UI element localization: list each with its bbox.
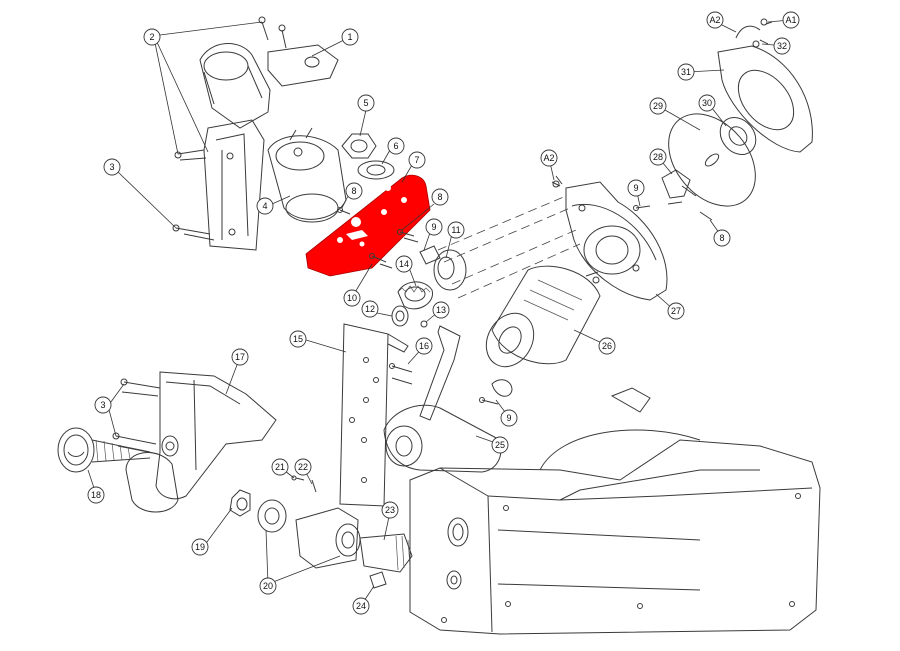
- svg-text:20: 20: [263, 581, 273, 591]
- callout-26: 26: [598, 337, 616, 355]
- callout-23: 23: [381, 501, 399, 519]
- svg-text:27: 27: [671, 306, 681, 316]
- svg-text:A2: A2: [543, 153, 554, 163]
- svg-text:17: 17: [235, 352, 245, 362]
- lower-shaft-parts: [229, 475, 413, 589]
- callout-2: 2: [143, 28, 161, 46]
- callout-8-left: 8: [345, 182, 363, 200]
- callout-13: 13: [432, 301, 450, 319]
- svg-text:8: 8: [437, 192, 442, 202]
- svg-text:24: 24: [356, 601, 366, 611]
- svg-text:23: 23: [385, 505, 395, 515]
- callout-24: 24: [352, 597, 370, 615]
- callout-12: 12: [361, 300, 379, 318]
- svg-text:9: 9: [633, 183, 638, 193]
- svg-text:14: 14: [399, 259, 409, 269]
- svg-text:8: 8: [351, 186, 356, 196]
- svg-text:31: 31: [681, 67, 691, 77]
- svg-text:28: 28: [653, 152, 663, 162]
- svg-text:A2: A2: [709, 15, 720, 25]
- svg-text:26: 26: [602, 341, 612, 351]
- svg-text:10: 10: [347, 293, 357, 303]
- callout-31: 31: [677, 63, 695, 81]
- svg-text:22: 22: [298, 462, 308, 472]
- arm-part-25: [383, 325, 513, 473]
- callout-A2-top: A2: [706, 11, 724, 29]
- svg-text:3: 3: [100, 400, 105, 410]
- svg-text:29: 29: [653, 101, 663, 111]
- svg-text:16: 16: [419, 341, 429, 351]
- callout-7: 7: [408, 151, 426, 169]
- callout-11: 11: [447, 221, 465, 239]
- callout-17: 17: [231, 348, 249, 366]
- callout-29: 29: [649, 97, 667, 115]
- svg-text:A1: A1: [785, 15, 796, 25]
- svg-text:18: 18: [91, 490, 101, 500]
- callout-32: 32: [773, 37, 791, 55]
- svg-text:6: 6: [393, 141, 398, 151]
- svg-text:3: 3: [109, 162, 114, 172]
- callout-15: 15: [289, 330, 307, 348]
- svg-text:1: 1: [347, 32, 352, 42]
- plate-screws: [337, 207, 419, 269]
- callout-22: 22: [294, 458, 312, 476]
- callout-5: 5: [357, 94, 375, 112]
- svg-text:15: 15: [293, 334, 303, 344]
- svg-text:32: 32: [777, 41, 787, 51]
- callout-leader-lines: [87, 19, 791, 605]
- svg-text:25: 25: [495, 440, 505, 450]
- svg-text:11: 11: [451, 225, 460, 235]
- callout-14: 14: [395, 255, 413, 273]
- dc-motor-part-26: [485, 265, 601, 368]
- disc-and-cover-assembly: [633, 18, 813, 221]
- mounting-plate-holes: [337, 185, 407, 247]
- nut-and-washer: [341, 133, 395, 180]
- callout-21: 21: [271, 458, 289, 476]
- callout-18: 18: [87, 486, 105, 504]
- svg-text:7: 7: [414, 155, 419, 165]
- callout-4: 4: [256, 197, 274, 215]
- callout-3-top: 3: [103, 158, 121, 176]
- vertical-plate-part-15: [339, 323, 413, 507]
- highlighted-mounting-plate-part-7[interactable]: [305, 174, 431, 277]
- callout-6: 6: [387, 137, 405, 155]
- callout-8-mid: 8: [431, 188, 449, 206]
- svg-text:13: 13: [436, 305, 446, 315]
- callout-30: 30: [698, 94, 716, 112]
- callout-3-bottom: 3: [94, 396, 112, 414]
- side-bracket-and-knob: [57, 371, 277, 513]
- callout-1: 1: [341, 28, 359, 46]
- callout-20: 20: [259, 577, 277, 595]
- callout-27: 27: [667, 302, 685, 320]
- callout-bubbles: 1 2 3 4 5 6 7 8 8 9 10 11 12 13 14 15 16…: [87, 11, 800, 615]
- svg-text:9: 9: [506, 413, 511, 423]
- callout-9-mid: 9: [425, 218, 443, 236]
- svg-text:9: 9: [431, 222, 436, 232]
- callout-9-right: 9: [627, 179, 645, 197]
- callout-8-right: 8: [713, 229, 731, 247]
- callout-19: 19: [191, 538, 209, 556]
- main-body-housing: [409, 387, 821, 635]
- callout-A1: A1: [782, 11, 800, 29]
- svg-text:4: 4: [262, 201, 267, 211]
- svg-text:2: 2: [149, 32, 154, 42]
- callout-9-lower: 9: [500, 409, 518, 427]
- alignment-lines: [437, 195, 581, 299]
- svg-text:8: 8: [719, 233, 724, 243]
- gear-housing-part-27: [551, 175, 668, 301]
- svg-text:12: 12: [365, 304, 375, 314]
- svg-text:21: 21: [275, 462, 285, 472]
- callout-A2-mid: A2: [540, 149, 558, 167]
- callout-28: 28: [649, 148, 667, 166]
- callout-16: 16: [415, 337, 433, 355]
- callout-25: 25: [491, 436, 509, 454]
- svg-text:19: 19: [195, 542, 205, 552]
- callout-10: 10: [343, 289, 361, 307]
- svg-text:30: 30: [702, 98, 712, 108]
- svg-text:5: 5: [363, 98, 368, 108]
